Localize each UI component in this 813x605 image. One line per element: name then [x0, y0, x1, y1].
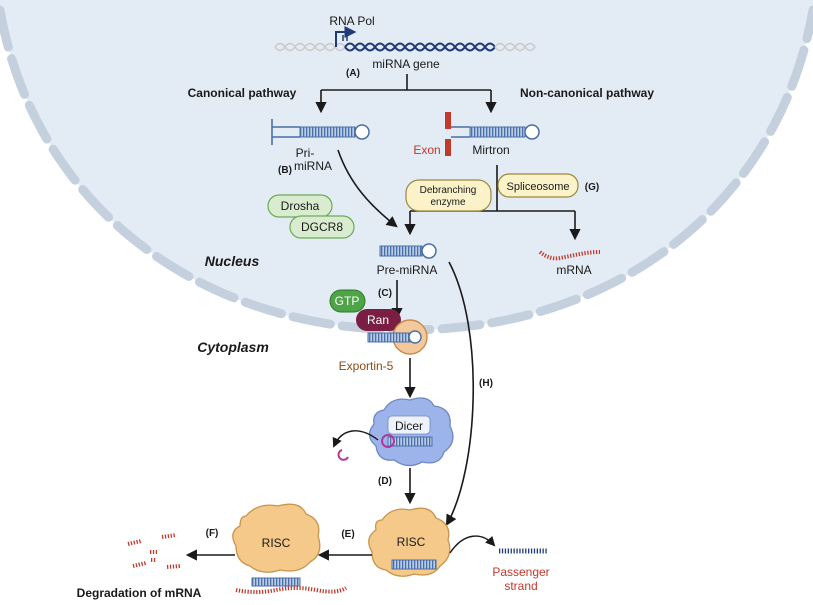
branch-connector [321, 74, 491, 91]
canonical-pathway-label: Canonical pathway [188, 86, 297, 100]
mrna-fragments [127, 533, 181, 569]
debranching-enzyme-pill [405, 179, 492, 212]
pri-mirna-hairpin [271, 119, 370, 145]
dicer-label: Dicer [395, 419, 423, 433]
nucleus-label: Nucleus [205, 253, 260, 269]
passenger-label-line1: Passenger [492, 565, 549, 579]
gtp-label: GTP [335, 294, 360, 308]
pri-label-line1: Pri- [296, 146, 315, 160]
rna-pol-promoter-icon [335, 26, 357, 47]
cytoplasm-label: Cytoplasm [197, 339, 269, 355]
exportin-5-complex [367, 319, 428, 355]
degradation-label: Degradation of mRNA [77, 586, 202, 600]
pre-mirna-label: Pre-miRNA [377, 263, 438, 277]
drosha-label: Drosha [281, 199, 320, 213]
risc-complex-right [368, 507, 451, 577]
passenger-label-line2: strand [504, 579, 537, 593]
mirtron-label: Mirtron [472, 143, 509, 157]
loop-release-arrow [332, 430, 379, 448]
spliceosome-pill [497, 173, 579, 198]
mirtron-hairpin [445, 112, 540, 156]
gtp-pill [329, 289, 366, 313]
mrna-label: mRNA [556, 263, 591, 277]
risc-complex-left [232, 503, 348, 594]
dgcr8-pill [289, 215, 355, 239]
mirna-gene-dna [274, 42, 536, 52]
step-h-label: (H) [479, 378, 493, 389]
step-c-label: (C) [378, 288, 392, 299]
ran-pill [356, 309, 401, 331]
ran-label: Ran [367, 313, 389, 327]
noncanonical-pathway-label: Non-canonical pathway [520, 86, 654, 100]
risc-left-label: RISC [262, 536, 291, 550]
step-g-label: (G) [585, 182, 599, 193]
step-d-label: (D) [378, 476, 392, 487]
cleaved-loop [337, 449, 349, 461]
exon-label: Exon [413, 143, 440, 157]
dgcr8-label: DGCR8 [301, 220, 343, 234]
step-f-label: (F) [206, 528, 219, 539]
pri-label-line2: miRNA [294, 159, 332, 173]
risc-right-label: RISC [397, 535, 426, 549]
debranching-label-line1: Debranching [420, 185, 477, 196]
pre-mirna-hairpin [379, 243, 437, 259]
mirna-gene-label: miRNA gene [372, 57, 440, 71]
pri-to-pre-arrow [337, 149, 398, 228]
spliceosome-label: Spliceosome [507, 181, 570, 193]
step-e-label: (E) [341, 529, 354, 540]
rna-pol-label: RNA Pol [329, 14, 374, 28]
debranching-label-line2: enzyme [430, 197, 465, 208]
dicer-enzyme [368, 397, 454, 467]
exportin-5-label: Exportin-5 [339, 359, 394, 373]
pathway-h-arrow [445, 261, 475, 526]
step-a-label: (A) [346, 68, 360, 79]
passenger-release-arrow [449, 535, 496, 554]
step-b-label: (B) [278, 165, 292, 176]
